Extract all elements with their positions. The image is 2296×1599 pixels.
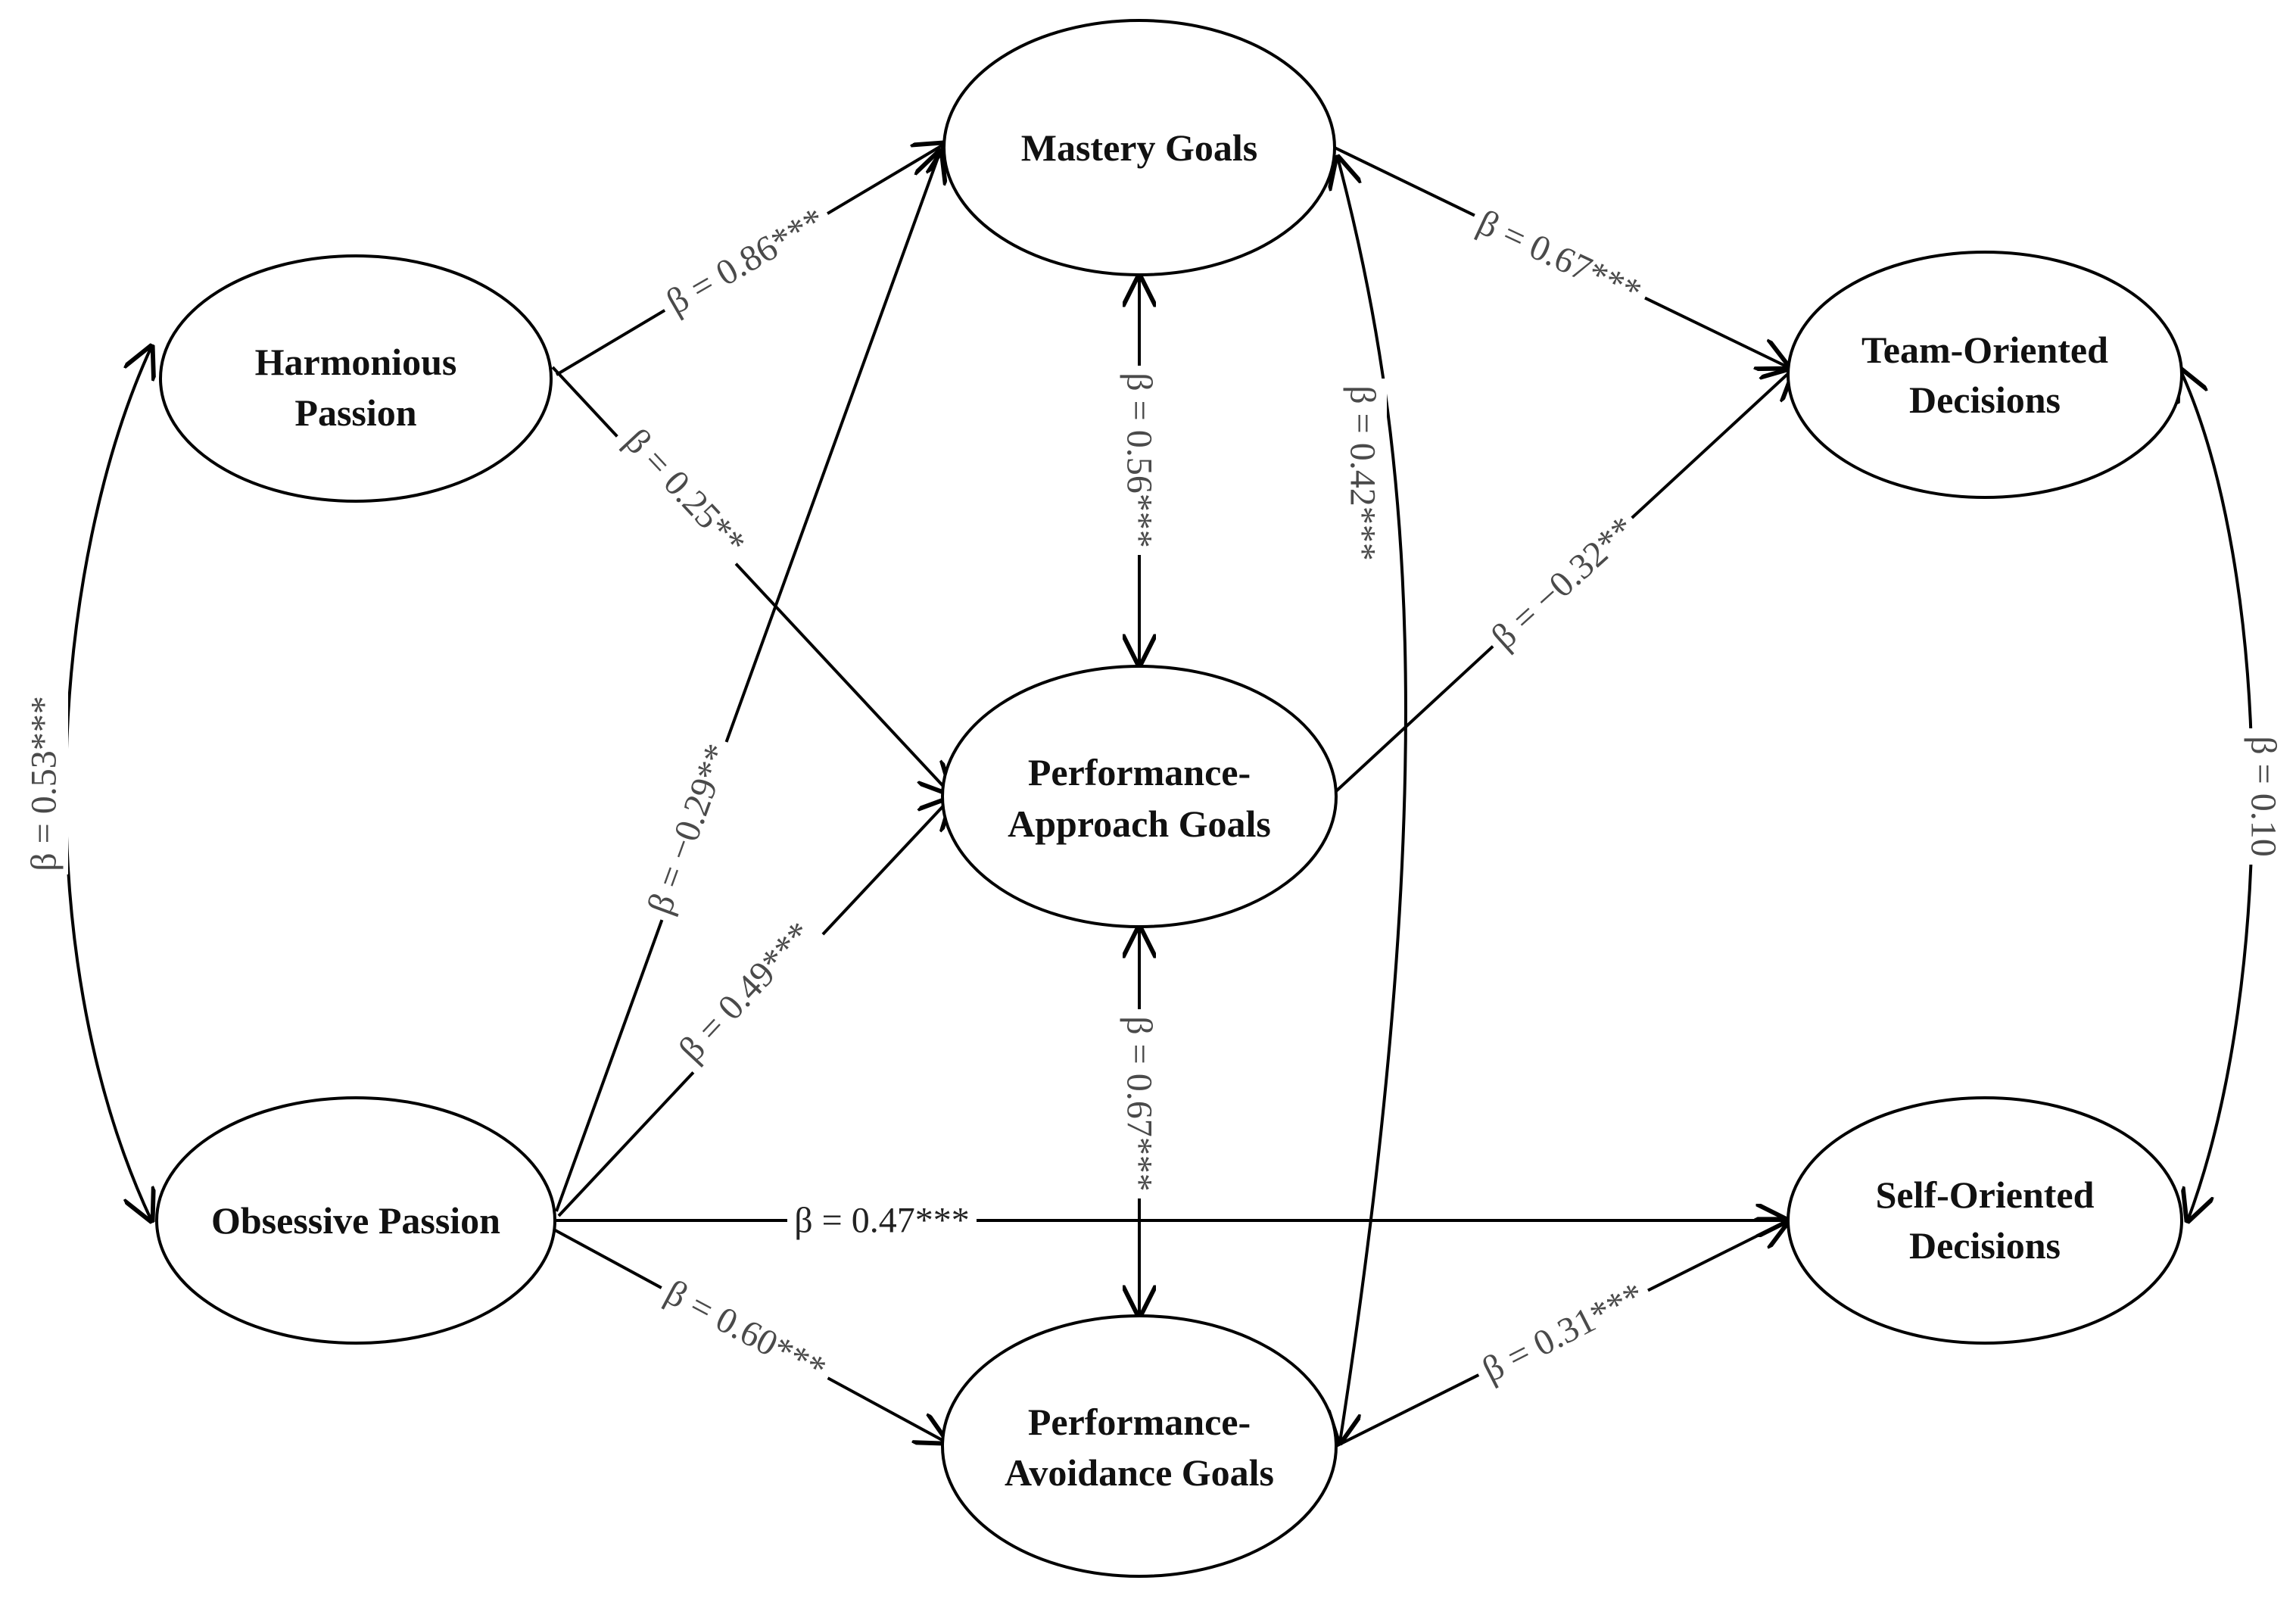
edge-label-mastery-approach: β = 0.56*** bbox=[1115, 366, 1164, 555]
edge-label-mastery-avoidance: β = 0.42*** bbox=[1338, 379, 1387, 568]
node-team-oriented-decisions: Team-Oriented Decisions bbox=[1787, 251, 2183, 499]
svg-text:Decisions: Decisions bbox=[1909, 1224, 2061, 1267]
svg-text:β = 0.67***: β = 0.67*** bbox=[1120, 1016, 1160, 1192]
svg-text:β = 0.56***: β = 0.56*** bbox=[1120, 372, 1160, 548]
edge-label-team-self: β = 0.10 bbox=[2239, 728, 2288, 865]
node-self-oriented-decisions: Self-Oriented Decisions bbox=[1787, 1096, 2183, 1345]
svg-text:Performance-: Performance- bbox=[1028, 751, 1251, 793]
svg-text:Mastery Goals: Mastery Goals bbox=[1021, 126, 1257, 169]
svg-text:β = 0.31***: β = 0.31*** bbox=[1476, 1275, 1650, 1390]
svg-text:β = 0.25**: β = 0.25** bbox=[617, 421, 753, 563]
node-obsessive-passion: Obsessive Passion bbox=[155, 1096, 556, 1345]
svg-text:β = 0.10: β = 0.10 bbox=[2244, 736, 2284, 857]
svg-text:β = 0.49***: β = 0.49*** bbox=[671, 914, 821, 1069]
svg-text:β = −0.32**: β = −0.32** bbox=[1484, 509, 1643, 657]
svg-text:β = 0.67***: β = 0.67*** bbox=[1472, 202, 1647, 313]
svg-text:Passion: Passion bbox=[294, 391, 416, 434]
edge-label-mastery-team: β = 0.67*** bbox=[1463, 195, 1656, 319]
edge-op-mastery bbox=[555, 151, 940, 1212]
edge-label-hp-mastery: β = 0.86*** bbox=[651, 192, 840, 330]
svg-text:β = 0.53***: β = 0.53*** bbox=[24, 696, 64, 871]
edge-mastery-avoidance bbox=[1338, 157, 1407, 1442]
node-performance-approach-goals: Performance- Approach Goals bbox=[941, 665, 1338, 928]
edge-label-op-self: β = 0.47*** bbox=[787, 1196, 977, 1245]
edge-label-op-approach: β = 0.49*** bbox=[663, 905, 828, 1078]
node-performance-avoidance-goals: Performance- Avoidance Goals bbox=[941, 1314, 1338, 1578]
svg-text:Self-Oriented: Self-Oriented bbox=[1876, 1174, 2095, 1216]
svg-text:Performance-: Performance- bbox=[1028, 1401, 1251, 1443]
edge-label-avoidance-self: β = 0.31*** bbox=[1468, 1267, 1659, 1398]
svg-text:Obsessive Passion: Obsessive Passion bbox=[211, 1199, 500, 1242]
edge-label-op-mastery: β = −0.29** bbox=[634, 731, 744, 927]
node-mastery-goals: Mastery Goals bbox=[942, 19, 1336, 276]
edge-label-op-avoidance: β = 0.60*** bbox=[650, 1265, 841, 1397]
svg-text:Avoidance Goals: Avoidance Goals bbox=[1005, 1451, 1274, 1494]
edge-label-approach-avoidance: β = 0.67*** bbox=[1115, 1009, 1164, 1198]
svg-text:β = 0.60***: β = 0.60*** bbox=[659, 1272, 832, 1389]
svg-text:Team-Oriented: Team-Oriented bbox=[1861, 329, 2108, 371]
node-harmonious-passion: Harmonious Passion bbox=[159, 254, 553, 503]
svg-text:Harmonious: Harmonious bbox=[255, 341, 457, 383]
svg-text:Decisions: Decisions bbox=[1909, 379, 2061, 421]
edge-hp-op bbox=[64, 347, 151, 1220]
edge-label-approach-team: β = −0.32** bbox=[1476, 501, 1650, 665]
svg-text:β = 0.47***: β = 0.47*** bbox=[794, 1201, 970, 1241]
edge-label-hp-approach: β = 0.25** bbox=[608, 412, 762, 572]
svg-text:β = 0.86***: β = 0.86*** bbox=[660, 200, 832, 323]
edge-hp-approach bbox=[551, 366, 950, 793]
edge-label-hp-op: β = 0.53*** bbox=[20, 693, 68, 874]
svg-text:Approach Goals: Approach Goals bbox=[1008, 803, 1271, 845]
svg-text:β = 0.42***: β = 0.42*** bbox=[1343, 385, 1383, 561]
